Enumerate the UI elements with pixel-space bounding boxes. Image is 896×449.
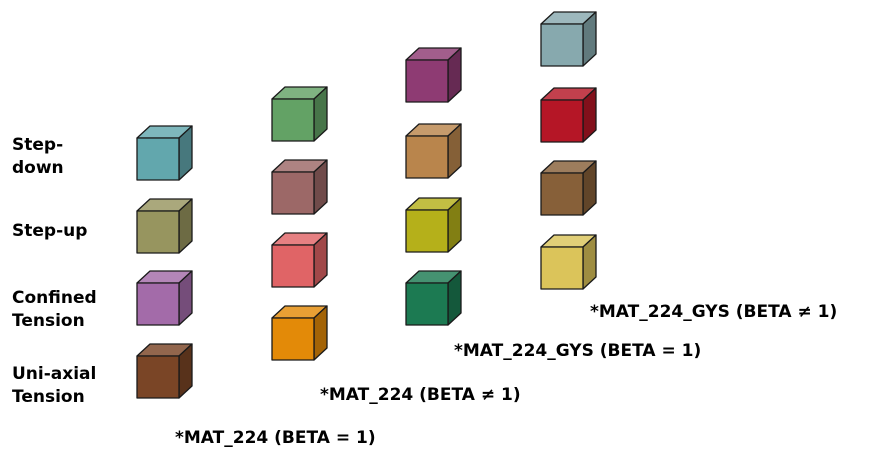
row-label-confined-tension: Confined Tension xyxy=(12,288,97,331)
cube-mat224gys-beta-ne-1-confined-tension xyxy=(540,160,597,216)
cube-mat224gys-beta-ne-1-step-up xyxy=(540,87,597,143)
cube-mat224gys-beta-eq-1-step-up xyxy=(405,123,462,179)
cube-mat224-beta-eq-1-step-up xyxy=(136,198,193,254)
cube-mat224gys-beta-ne-1-step-down xyxy=(540,11,597,67)
cube-mat224-beta-ne-1-step-down xyxy=(271,86,328,142)
cube-mat224-beta-eq-1-uni-axial-tension xyxy=(136,343,193,399)
cube-mat224-beta-eq-1-step-down xyxy=(136,125,193,181)
row-label-uni-axial-tension: Uni-axial Tension xyxy=(12,364,97,407)
cube-mat224-beta-ne-1-step-up xyxy=(271,159,328,215)
row-label-step-down: Step- down xyxy=(12,135,64,178)
cube-mat224gys-beta-eq-1-step-down xyxy=(405,47,462,103)
cube-mat224-beta-ne-1-uni-axial-tension xyxy=(271,305,328,361)
cube-mat224gys-beta-ne-1-uni-axial-tension xyxy=(540,234,597,290)
cube-mat224gys-beta-eq-1-uni-axial-tension xyxy=(405,270,462,326)
column-label-mat224gys-beta-eq-1: *MAT_224_GYS (BETA = 1) xyxy=(454,341,702,361)
column-label-mat224-beta-eq-1: *MAT_224 (BETA = 1) xyxy=(175,428,376,448)
cube-mat224-beta-ne-1-confined-tension xyxy=(271,232,328,288)
cube-mat224gys-beta-eq-1-confined-tension xyxy=(405,197,462,253)
column-label-mat224gys-beta-ne-1: *MAT_224_GYS (BETA ≠ 1) xyxy=(590,302,838,322)
column-label-mat224-beta-ne-1: *MAT_224 (BETA ≠ 1) xyxy=(320,385,521,405)
row-label-step-up: Step-up xyxy=(12,221,88,241)
cube-mat224-beta-eq-1-confined-tension xyxy=(136,270,193,326)
